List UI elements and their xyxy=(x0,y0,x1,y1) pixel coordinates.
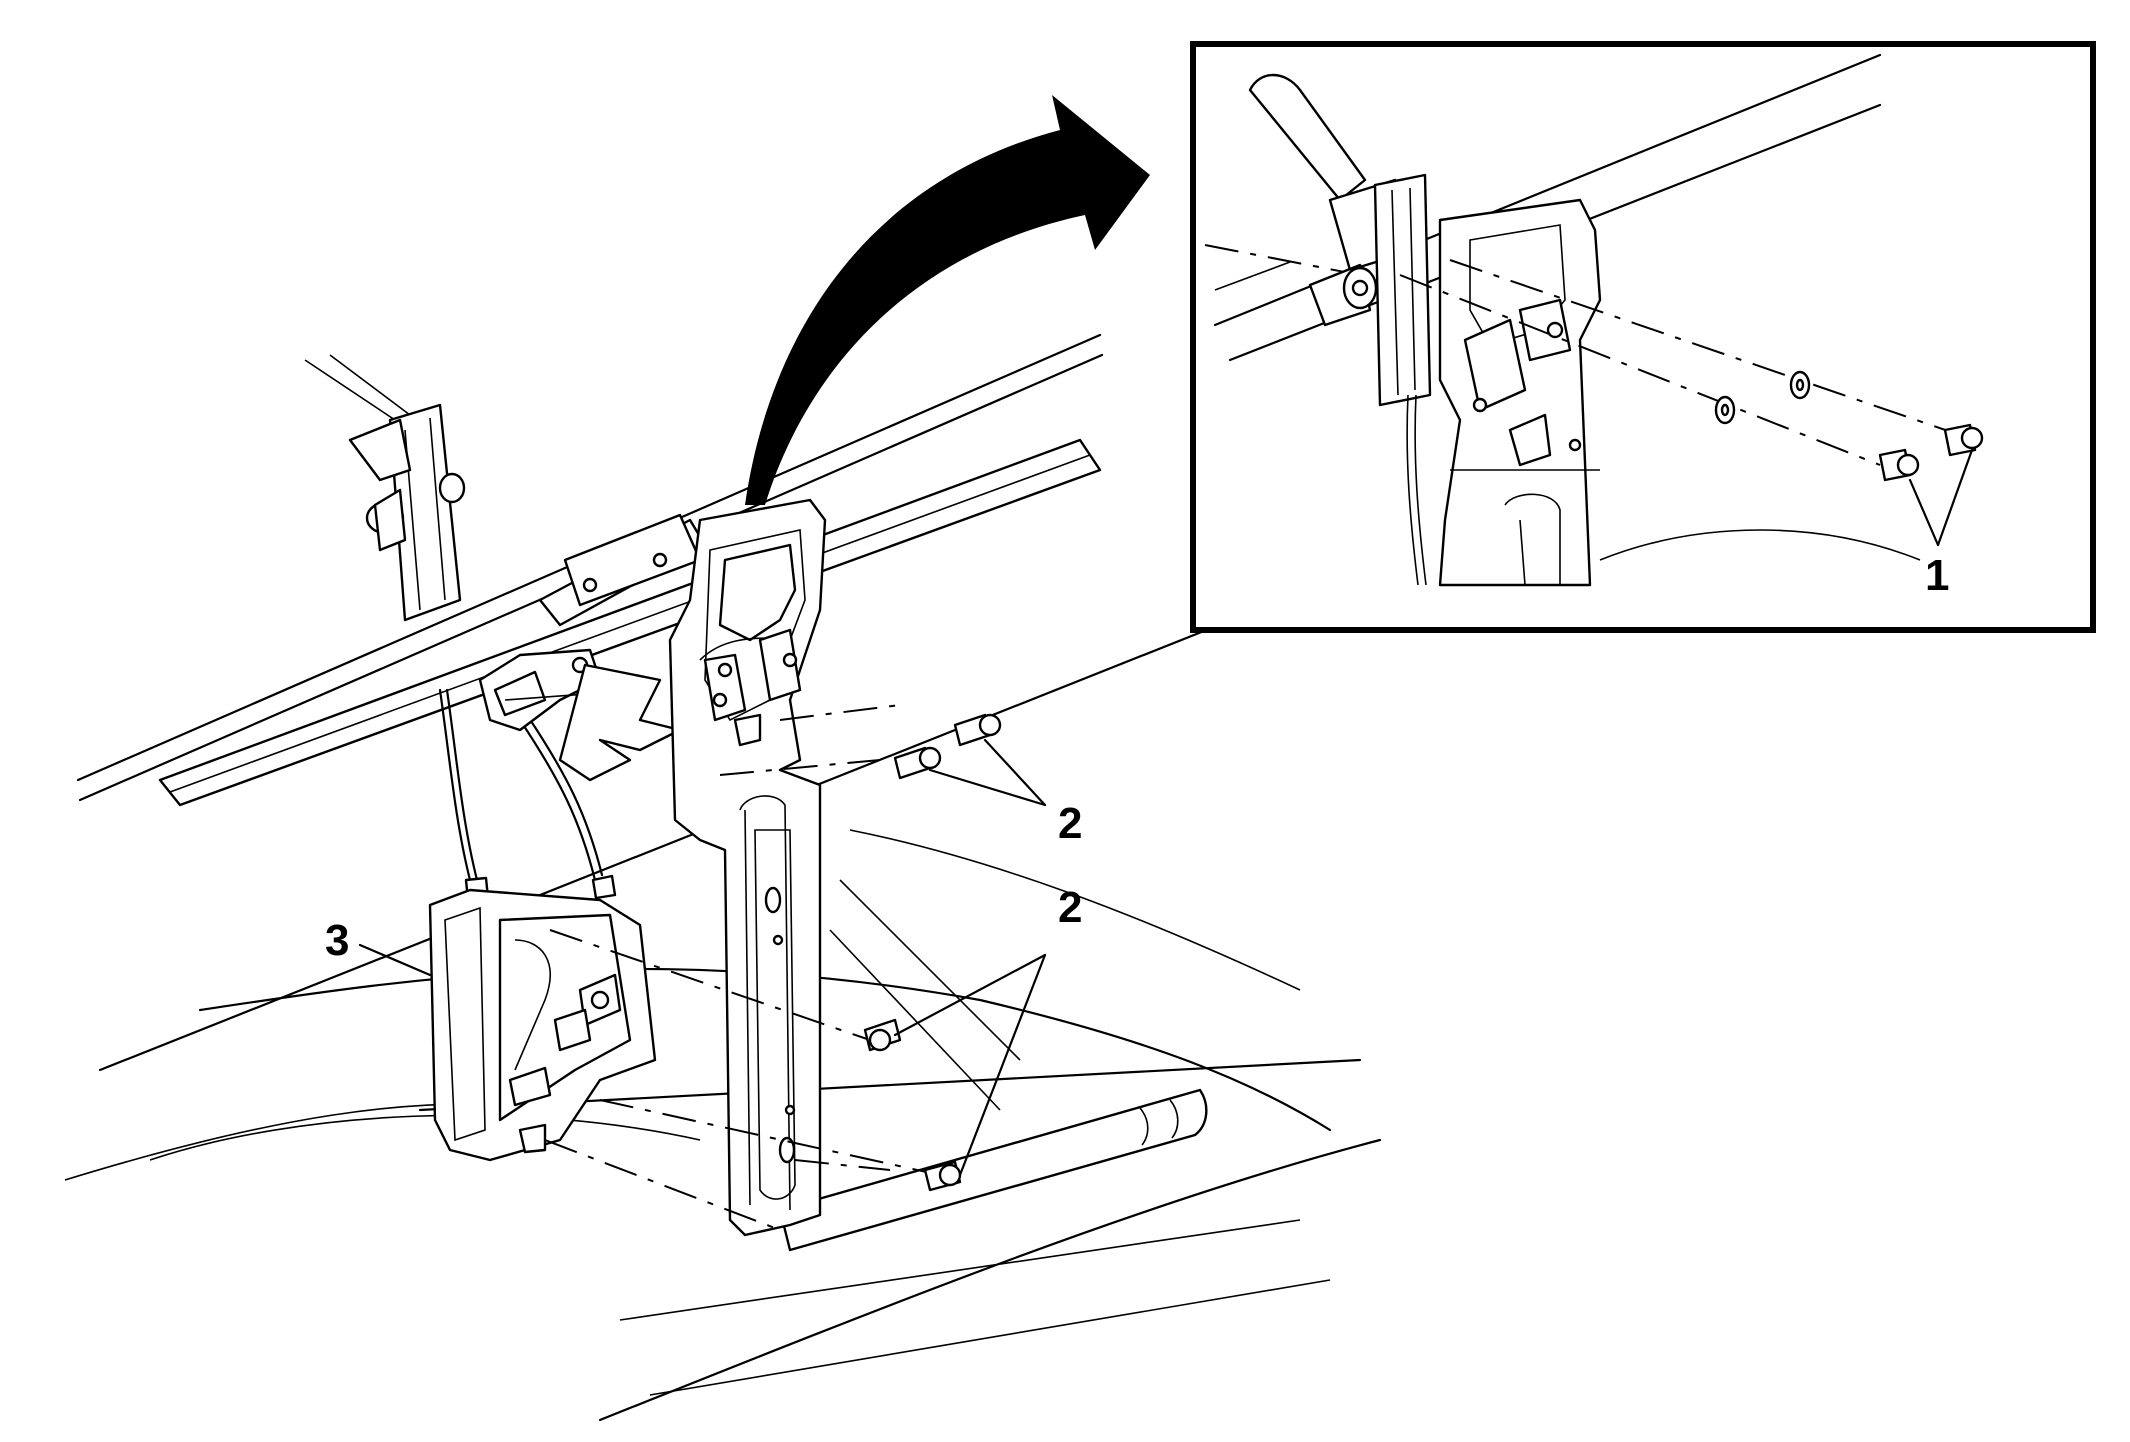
left-upright-post xyxy=(304,354,466,622)
control-module xyxy=(428,888,657,1162)
body-contours xyxy=(64,333,1382,1422)
detail-bolts xyxy=(1878,423,1984,482)
main-view: 2 2 3 xyxy=(64,95,1382,1422)
callout-2-upper: 2 xyxy=(1058,799,1082,848)
latch-mechanism xyxy=(478,648,682,782)
leader-lines-main xyxy=(358,738,1047,1177)
hinge-bracket xyxy=(538,513,707,627)
detail-upright xyxy=(1248,73,1432,586)
fastener-lines xyxy=(544,704,941,1231)
detail-arrow xyxy=(745,95,1150,505)
callout-3: 3 xyxy=(325,916,349,965)
bolt-upper-a xyxy=(953,713,1002,747)
lower-rail-bar xyxy=(778,1088,1208,1252)
detail-bracket xyxy=(1438,198,1921,587)
detail-washers xyxy=(1714,370,1811,425)
callout-2-lower: 2 xyxy=(1058,883,1082,932)
leader-line-1a xyxy=(1908,478,1940,547)
upper-rail-bar xyxy=(158,438,1102,807)
mounting-bracket xyxy=(668,498,827,1237)
bolt-middle xyxy=(863,1018,902,1052)
bolts xyxy=(863,713,1002,1192)
leader-line-1b xyxy=(1936,448,1974,547)
callout-1: 1 xyxy=(1925,551,1949,600)
bolt-lower xyxy=(923,1160,962,1192)
detail-inset: 1 xyxy=(1190,41,2096,633)
bolt-upper-b xyxy=(893,746,942,780)
